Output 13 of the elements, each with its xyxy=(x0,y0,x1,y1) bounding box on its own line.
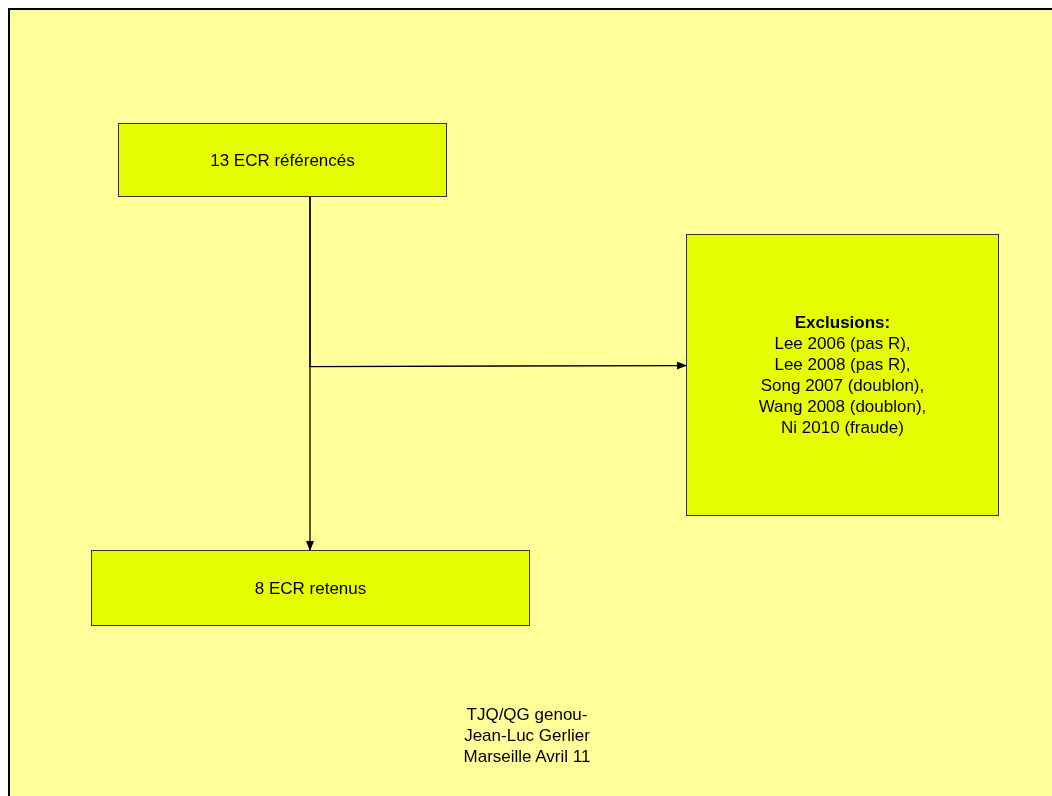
footer-note: TJQ/QG genou- Jean-Luc Gerlier Marseille Avril 11 xyxy=(462,704,592,767)
list-item: Lee 2008 (pas R), xyxy=(774,354,911,375)
box-heading: Exclusions: xyxy=(794,312,891,333)
arrow xyxy=(306,196,314,551)
box-label: 13 ECR référencés xyxy=(210,149,355,171)
list-item: Ni 2010 (fraude) xyxy=(781,417,904,438)
process-box xyxy=(118,123,447,197)
list-item: Song 2007 (doublon), xyxy=(760,375,925,396)
box-label: 8 ECR retenus xyxy=(254,577,367,599)
list-item: Lee 2006 (pas R), xyxy=(774,333,911,354)
process-box xyxy=(91,550,530,626)
process-box xyxy=(686,234,999,516)
list-item: Wang 2008 (doublon), xyxy=(758,396,927,417)
